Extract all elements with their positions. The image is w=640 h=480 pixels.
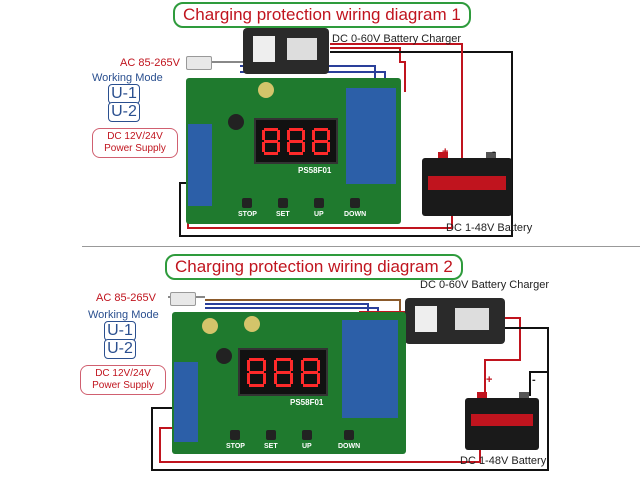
battery-pos-terminal-2 [477, 392, 487, 398]
charger-pos-1 [330, 43, 463, 128]
battery-stripe-2 [471, 414, 533, 426]
battery-plus-2: + [486, 374, 493, 386]
battery-stripe-1 [428, 176, 506, 190]
module-model-1: PS58F01 [298, 166, 332, 175]
mode-u1-2: U-1 [104, 321, 136, 341]
battery-charger-1 [243, 28, 329, 74]
charger-sticker-2 [455, 308, 489, 330]
power-supply-box-1: DC 12V/24V Power Supply [92, 128, 178, 158]
battery-label-1: DC 1-48V Battery [446, 222, 533, 234]
relay-terminal-1 [346, 88, 396, 104]
bat-neg-2 [529, 371, 548, 396]
ac-label-2: AC 85-265V [96, 292, 156, 304]
battery-minus-2: - [532, 374, 536, 386]
mode-u2-1: U-2 [108, 102, 140, 122]
charger-label-plate-2 [415, 306, 437, 332]
down-label-2: DOWN [338, 443, 361, 450]
down-button-1 [350, 198, 360, 208]
charger-wire-1a [330, 47, 406, 92]
charger-sticker [287, 38, 317, 60]
up-button-2 [302, 430, 312, 440]
working-mode-label-1: Working Mode [92, 72, 163, 84]
mode-u2-2: U-2 [104, 339, 136, 359]
bat-pos-1 [450, 128, 463, 161]
stop-label-2: STOP [226, 443, 245, 450]
set-button-2 [266, 430, 276, 440]
working-mode-label-2: Working Mode [88, 309, 159, 321]
capacitor-2 [244, 316, 260, 332]
ps-line2-1: Power Supply [104, 143, 166, 154]
diagram-divider [82, 246, 640, 247]
battery-2 [465, 392, 539, 450]
inductor-2 [216, 348, 232, 364]
charger-label-2: DC 0-60V Battery Charger [420, 279, 549, 291]
down-label-1: DOWN [344, 211, 367, 218]
ps-line1-2: DC 12V/24V [95, 368, 151, 379]
up-label-2: UP [302, 443, 312, 450]
ac-plug-2-icon [170, 292, 196, 306]
battery-label-2: DC 1-48V Battery [460, 455, 547, 467]
down-button-2 [344, 430, 354, 440]
black-return-2 [151, 327, 549, 471]
set-label-1: SET [276, 211, 290, 218]
ps-line1-1: DC 12V/24V [107, 131, 163, 142]
relay-1 [346, 104, 396, 184]
module-model-2: PS58F01 [290, 398, 324, 407]
display-digits-2 [247, 358, 320, 387]
relay-module-board-1: PS58F01 STOP SET UP DOWN [186, 78, 401, 224]
set-label-2: SET [264, 443, 278, 450]
relay-terminal-2 [342, 320, 398, 336]
charger-pos-2 [484, 317, 521, 396]
battery-neg-terminal-1 [486, 152, 496, 158]
stop-button-1 [242, 198, 252, 208]
ac-plug-1-icon [186, 56, 212, 70]
battery-minus-1: - [492, 146, 496, 158]
battery-neg-terminal-2 [519, 392, 529, 398]
mode-u1-1: U-1 [108, 84, 140, 104]
battery-plus-1: + [442, 146, 449, 158]
diagram-1-title: Charging protection wiring diagram 1 [173, 2, 471, 28]
set-button-1 [278, 198, 288, 208]
battery-1 [422, 152, 512, 216]
ac-label-1: AC 85-265V [120, 57, 180, 69]
stop-label-1: STOP [238, 211, 257, 218]
up-label-1: UP [314, 211, 324, 218]
diagram-2-title: Charging protection wiring diagram 2 [165, 254, 463, 280]
display-digits-1 [262, 128, 330, 155]
terminal-block-1 [188, 124, 212, 206]
relay-2 [342, 336, 398, 418]
relay-module-board-2: PS58F01 STOP SET UP DOWN [172, 312, 406, 454]
terminal-block-2 [174, 362, 198, 442]
led-display-1 [254, 118, 338, 164]
charger-label-1: DC 0-60V Battery Charger [332, 33, 461, 45]
inductor-1 [228, 114, 244, 130]
red-return-2 [159, 427, 481, 463]
stop-button-2 [230, 430, 240, 440]
capacitor-2b [202, 318, 218, 334]
led-display-2 [238, 348, 328, 396]
battery-charger-2 [405, 298, 505, 344]
charger-label-plate [253, 36, 275, 62]
ps-line2-2: Power Supply [92, 380, 154, 391]
up-button-1 [314, 198, 324, 208]
battery-pos-terminal-1 [438, 152, 448, 158]
power-supply-box-2: DC 12V/24V Power Supply [80, 365, 166, 395]
charger-neg-1 [330, 51, 513, 128]
capacitor-1 [258, 82, 274, 98]
